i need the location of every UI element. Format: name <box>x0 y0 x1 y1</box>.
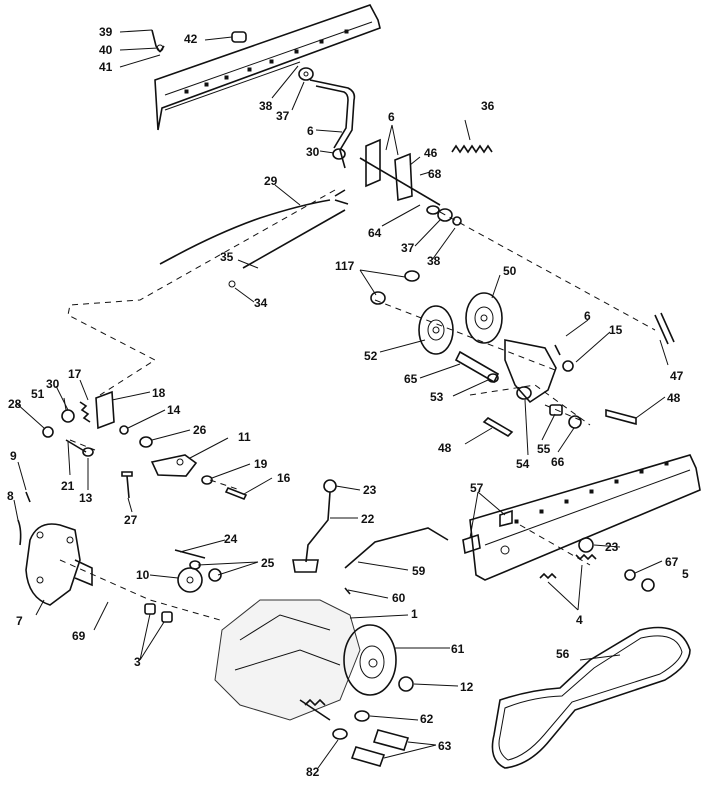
callout-117: 117 <box>335 259 355 273</box>
callout-26: 26 <box>193 423 207 437</box>
callout-82: 82 <box>306 765 320 779</box>
callout-7: 7 <box>16 614 23 628</box>
callout-47: 47 <box>670 369 684 383</box>
pulley-61 <box>343 624 397 696</box>
springs-4 <box>539 553 597 580</box>
callout-21: 21 <box>61 479 75 493</box>
callout-65: 65 <box>404 372 418 386</box>
bolts-48-55-66 <box>482 404 637 438</box>
callout-46: 46 <box>424 146 438 160</box>
callout-41: 41 <box>99 60 113 74</box>
callout-66: 66 <box>551 455 565 469</box>
callout-30-top: 30 <box>306 145 320 159</box>
callout-24: 24 <box>224 532 238 546</box>
callout-68: 68 <box>428 167 442 181</box>
callout-8: 8 <box>7 489 14 503</box>
callout-55: 55 <box>537 442 551 456</box>
shift-lever <box>292 479 337 573</box>
callout-6-a: 6 <box>307 124 314 138</box>
brake-linkage <box>42 390 198 477</box>
callout-39: 39 <box>99 25 113 39</box>
washer-nut-67-5 <box>624 569 655 592</box>
callout-35: 35 <box>220 250 234 264</box>
leader-lines <box>13 29 669 769</box>
fasteners-12-62-63-82 <box>332 676 414 767</box>
callout-59: 59 <box>412 564 426 578</box>
part-39-41-clip <box>151 29 165 53</box>
callout-3: 3 <box>134 655 141 669</box>
callout-17: 17 <box>68 367 82 381</box>
bolts-19-16 <box>201 475 248 501</box>
upper-frame-rail <box>154 4 381 131</box>
callout-69: 69 <box>72 629 86 643</box>
callout-38-mid: 38 <box>427 254 441 268</box>
callout-52: 52 <box>364 349 378 363</box>
callout-40: 40 <box>99 43 113 57</box>
right-frame-rail <box>462 454 701 581</box>
callout-23-lever: 23 <box>363 483 377 497</box>
callout-12: 12 <box>460 680 474 694</box>
callout-37-mid: 37 <box>401 241 415 255</box>
callout-38-top: 38 <box>259 99 273 113</box>
bolt-27 <box>121 471 133 499</box>
idler-pulleys <box>370 270 503 355</box>
transaxle <box>214 599 361 721</box>
callout-15: 15 <box>609 323 623 337</box>
rod-59 <box>344 527 449 595</box>
callout-53: 53 <box>430 390 444 404</box>
axle-housing <box>17 491 93 606</box>
bracket-assembly <box>332 138 462 226</box>
callout-10: 10 <box>136 568 150 582</box>
callout-51: 51 <box>31 387 45 401</box>
callout-29: 29 <box>264 174 278 188</box>
callout-48-right: 48 <box>667 391 681 405</box>
drive-belt <box>491 626 691 769</box>
callout-57: 57 <box>470 481 484 495</box>
callout-42: 42 <box>184 32 198 46</box>
callout-18: 18 <box>152 386 166 400</box>
callout-37-top: 37 <box>276 109 290 123</box>
callout-5: 5 <box>682 567 689 581</box>
callout-9: 9 <box>10 449 17 463</box>
callout-36: 36 <box>481 99 495 113</box>
callout-61: 61 <box>451 642 465 656</box>
callout-1: 1 <box>411 607 418 621</box>
part-42-pin <box>231 31 247 43</box>
callout-62: 62 <box>420 712 434 726</box>
spring-36 <box>451 144 493 154</box>
callout-labels: 39 40 41 42 38 37 36 6 6 30 46 68 29 64 … <box>7 25 689 779</box>
callout-6-b: 6 <box>388 110 395 124</box>
callout-63: 63 <box>438 739 452 753</box>
idler-arm <box>454 339 574 404</box>
callout-64: 64 <box>368 226 382 240</box>
assembly-dashed-lines <box>59 189 656 621</box>
callout-13: 13 <box>79 491 93 505</box>
lift-lever <box>298 67 356 169</box>
callout-48-left: 48 <box>438 441 452 455</box>
parts-10-24-25 <box>174 549 222 593</box>
cable-29 <box>159 189 349 265</box>
callout-56: 56 <box>556 647 570 661</box>
callout-19: 19 <box>254 457 268 471</box>
callout-16: 16 <box>277 471 291 485</box>
callout-4: 4 <box>576 613 583 627</box>
callout-67: 67 <box>665 555 679 569</box>
rod-35 <box>228 209 346 288</box>
callout-14: 14 <box>167 403 181 417</box>
callout-30-left: 30 <box>46 377 60 391</box>
callout-54: 54 <box>516 457 530 471</box>
callout-6-c: 6 <box>584 309 591 323</box>
callout-27: 27 <box>124 513 138 527</box>
callout-60: 60 <box>392 591 406 605</box>
callout-28: 28 <box>8 397 22 411</box>
callout-23-frame: 23 <box>605 540 619 554</box>
callout-25: 25 <box>261 556 275 570</box>
callout-11: 11 <box>238 430 251 444</box>
rod-47 <box>654 312 675 345</box>
callout-34: 34 <box>254 296 268 310</box>
callout-50: 50 <box>503 264 517 278</box>
callout-22: 22 <box>361 512 375 526</box>
